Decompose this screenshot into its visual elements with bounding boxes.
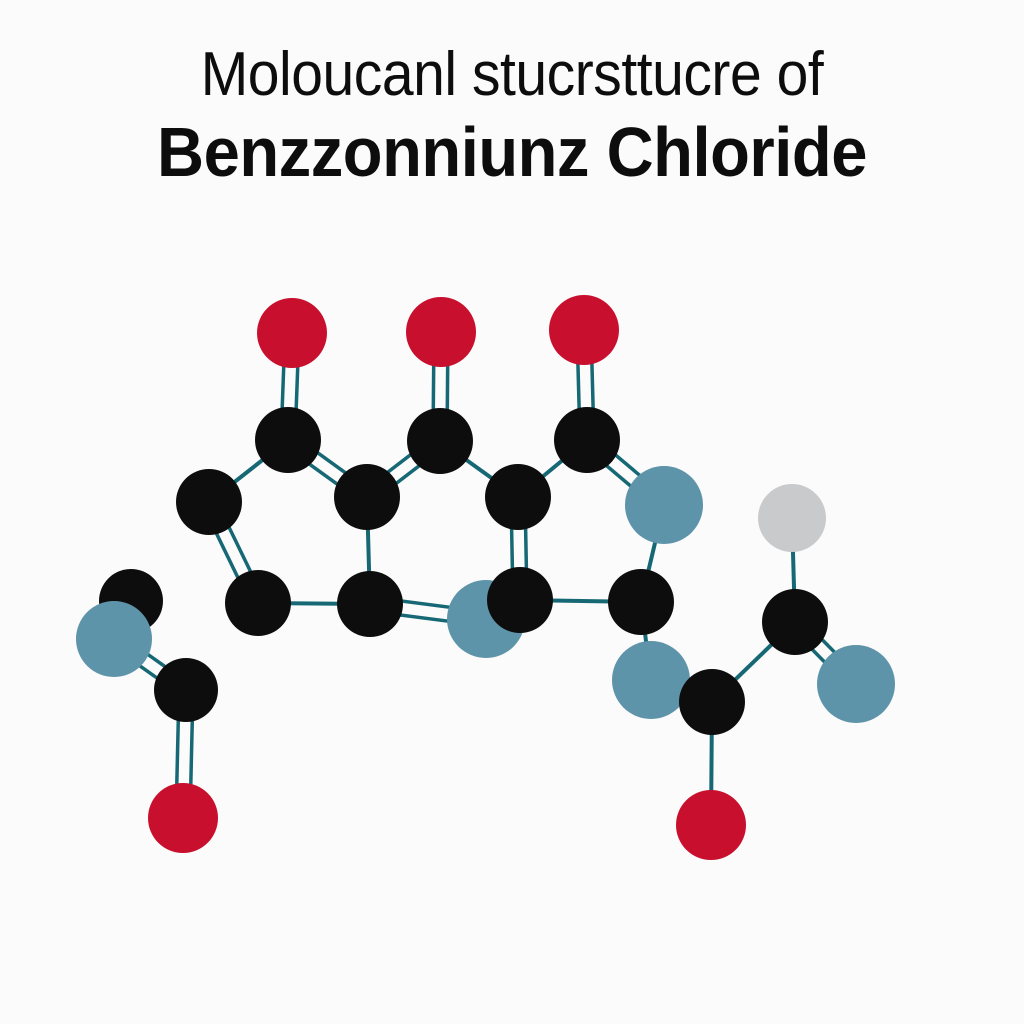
atom-carbon-c11 bbox=[762, 589, 828, 655]
atom-nitrogen-n1 bbox=[625, 466, 703, 544]
atom-oxygen-o5 bbox=[676, 790, 746, 860]
atom-nitrogen-n4 bbox=[612, 641, 690, 719]
atom-carbon-c9 bbox=[487, 567, 553, 633]
atom-layer bbox=[76, 295, 895, 860]
atom-carbon-c6 bbox=[485, 464, 551, 530]
atom-nitrogen-n3 bbox=[76, 601, 152, 677]
atom-carbon-c3 bbox=[554, 407, 620, 473]
atom-carbon-c4 bbox=[176, 469, 242, 535]
atom-carbon-c13 bbox=[154, 658, 218, 722]
atom-oxygen-o1 bbox=[257, 298, 327, 368]
atom-carbon-c10 bbox=[608, 569, 674, 635]
atom-carbon-c7 bbox=[225, 570, 291, 636]
page-title: Moloucanl stucrsttucre of Benzzonniunz C… bbox=[0, 38, 1024, 192]
title-line-1: Moloucanl stucrsttucre of bbox=[200, 40, 824, 109]
atom-chlorine-cl1 bbox=[758, 484, 826, 552]
atom-oxygen-o2 bbox=[406, 297, 476, 367]
atom-carbon-c14 bbox=[679, 669, 745, 735]
atom-carbon-c2 bbox=[407, 408, 473, 474]
bond-layer bbox=[108, 329, 863, 826]
atom-carbon-c5 bbox=[334, 464, 400, 530]
atom-oxygen-o3 bbox=[549, 295, 619, 365]
atom-carbon-c1 bbox=[255, 407, 321, 473]
atom-oxygen-o4 bbox=[148, 783, 218, 853]
atom-nitrogen-n5 bbox=[817, 645, 895, 723]
title-line-2: Benzzonniunz Chloride bbox=[157, 113, 867, 191]
atom-carbon-c8 bbox=[337, 571, 403, 637]
